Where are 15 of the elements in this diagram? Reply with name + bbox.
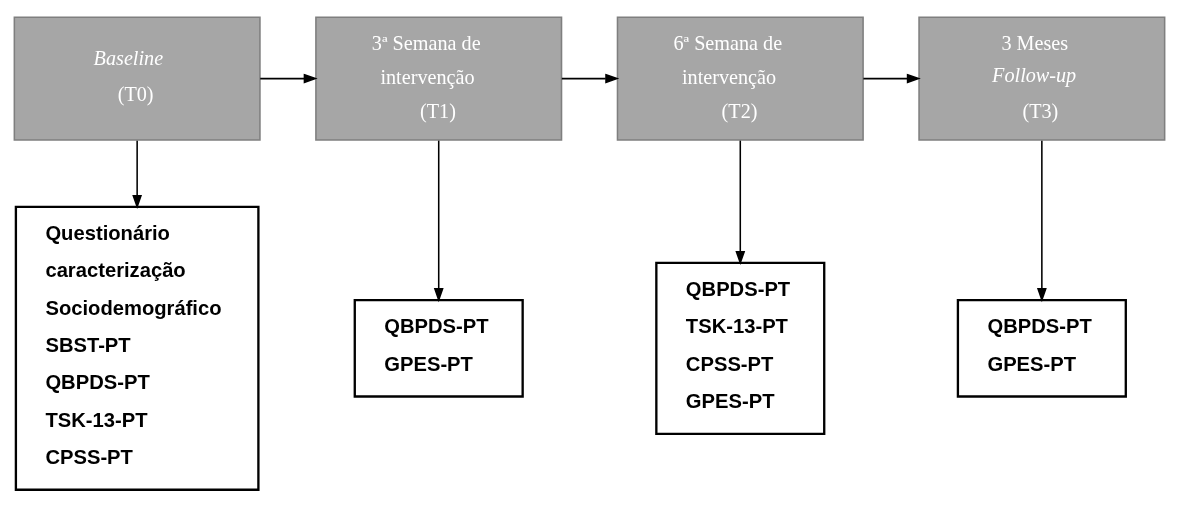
node-box: Questionário caracterização Sociodemográfico SBST-PT QBPDS-PT TSK-13-PT CPSS-PT (14, 205, 260, 491)
arrow (433, 139, 444, 303)
node-box: 3 Meses Follow-up (T3) (918, 16, 1166, 141)
arrow (132, 139, 143, 209)
arrow (561, 73, 620, 84)
arrow (862, 73, 921, 84)
node-box: QBPDS-PT GPES-PT (956, 298, 1127, 398)
arrow (735, 139, 746, 266)
node-box: QBPDS-PT TSK-13-PT CPSS-PT GPES-PT (655, 261, 826, 435)
node-box: 6ª Semana de intervenção (T2) (616, 16, 864, 141)
node-box: QBPDS-PT GPES-PT (353, 298, 524, 398)
arrow (1036, 139, 1047, 303)
node-box: Baseline (T0) (13, 16, 261, 141)
arrow (259, 73, 318, 84)
node-box: 3ª Semana de intervenção (T1) (315, 16, 563, 141)
